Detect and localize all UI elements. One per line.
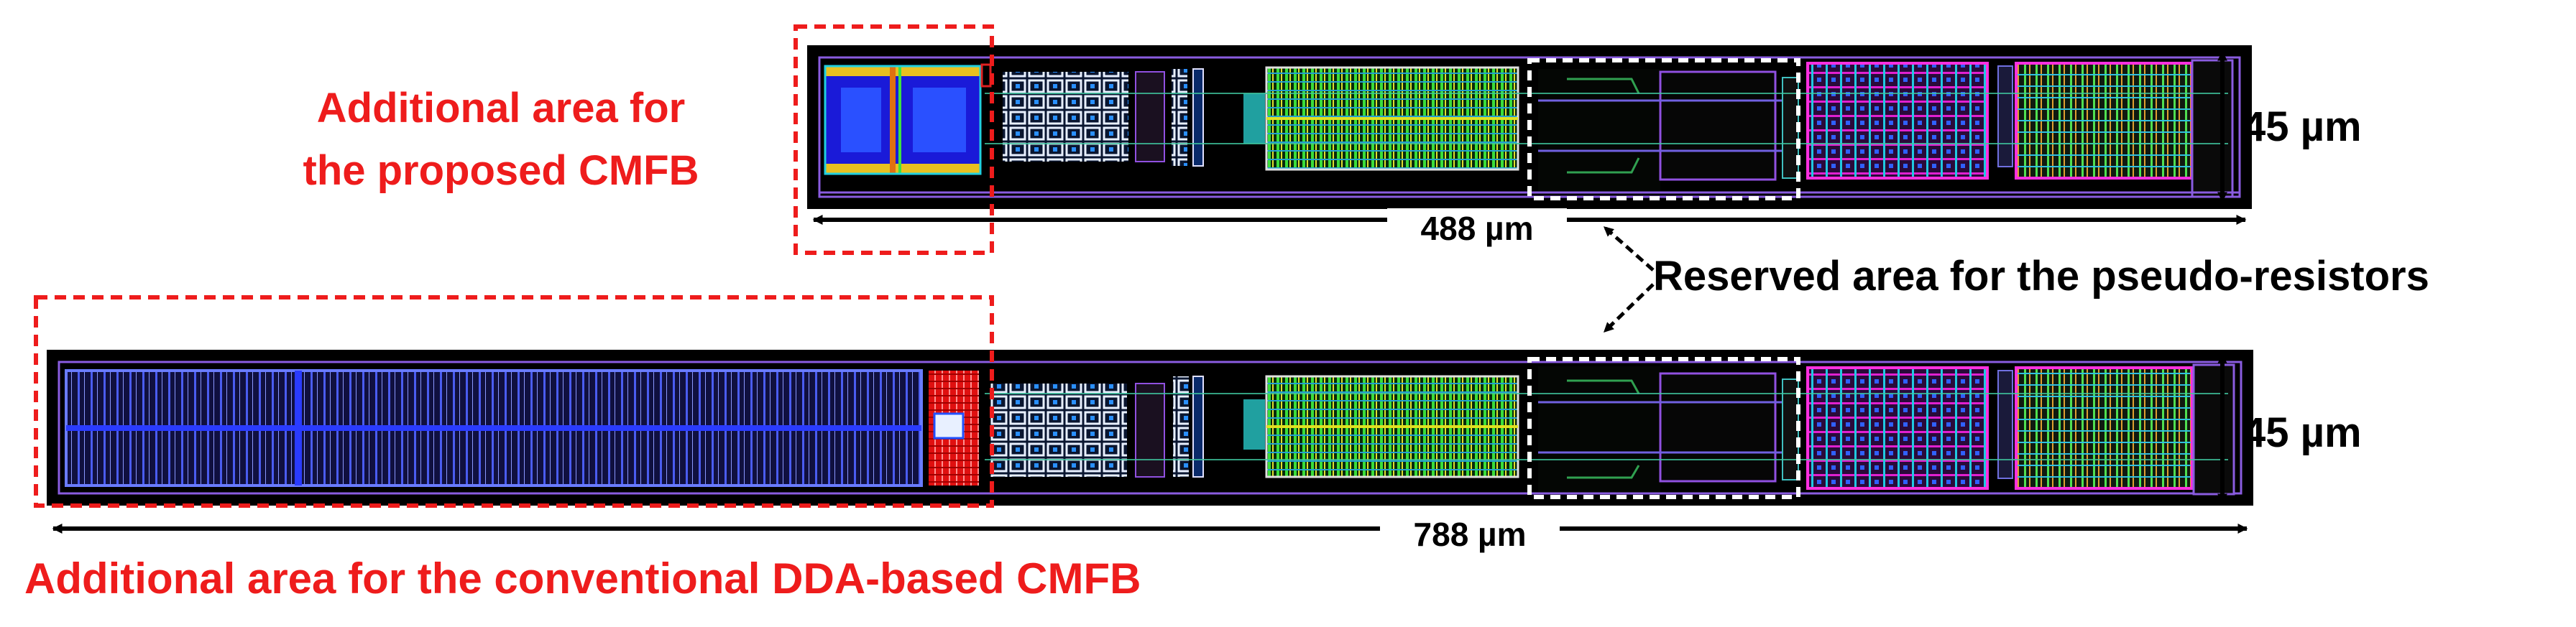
height-label-bottom: 45 µm bbox=[2242, 409, 2362, 456]
dda-cmfb-block bbox=[65, 369, 979, 487]
proposed-label-line1: Additional area for bbox=[317, 85, 685, 131]
width-label-bottom: 788 µm bbox=[1414, 516, 1527, 553]
layout-conventional bbox=[47, 350, 2253, 506]
conventional-cmfb-highlight bbox=[34, 295, 994, 508]
reserved-pointer-bottom bbox=[1603, 283, 1655, 333]
width-label-top: 488 µm bbox=[1421, 210, 1534, 247]
proposed-cmfb-highlight bbox=[794, 24, 994, 255]
proposed-label-line2: the proposed CMFB bbox=[303, 147, 699, 194]
height-label-top: 45 µm bbox=[2242, 103, 2362, 150]
reserved-area-highlight-top bbox=[1527, 58, 1800, 200]
conventional-label: Additional area for the conventional DDA… bbox=[24, 554, 1141, 603]
reserved-area-highlight-bottom bbox=[1527, 357, 1800, 499]
reserved-pointer-top bbox=[1603, 226, 1655, 271]
reserved-label: Reserved area for the pseudo-resistors bbox=[1653, 253, 2429, 299]
proposed-cmfb-block bbox=[824, 63, 992, 175]
